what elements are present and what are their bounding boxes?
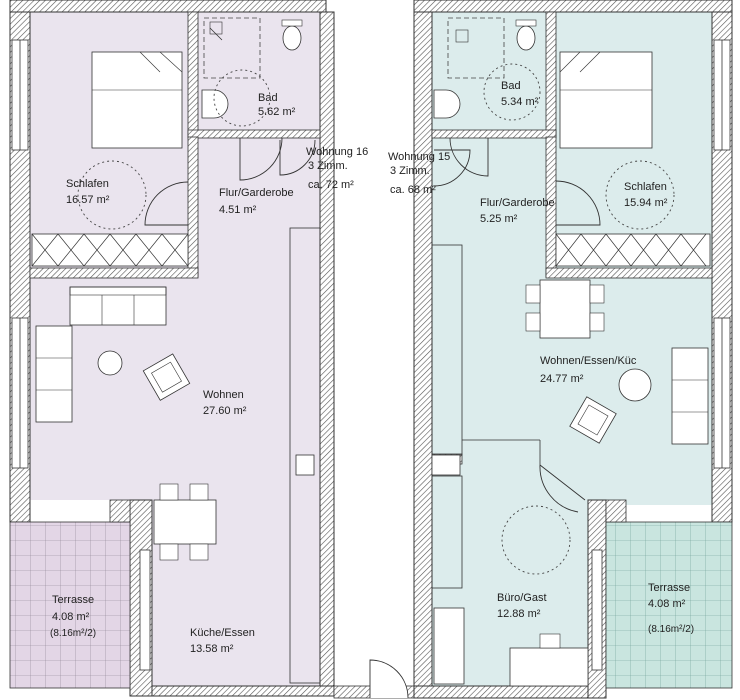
left-window-3 (139, 549, 151, 671)
right-wall-west (413, 11, 433, 689)
right-labels: Bad 5.34 m² Wohnung 15 3 Zimm. ca. 68 m²… (388, 80, 694, 635)
left-unit-name: Wohnung 16 (306, 146, 368, 158)
left-flur-name: Flur/Garderobe (219, 187, 294, 199)
left-bad-name: Bad (258, 92, 278, 104)
right-bad-wall-south (431, 129, 557, 139)
left-wohnen-name: Wohnen (203, 389, 244, 401)
right-schlafen-name: Schlafen (624, 181, 667, 193)
left-armchair (142, 353, 191, 401)
left-floor (30, 12, 320, 686)
left-kueche-area: 13.58 m² (190, 643, 234, 655)
left-wall-east (319, 11, 335, 689)
right-flur-area: 5.25 m² (480, 213, 518, 225)
right-unit-name: Wohnung 15 (388, 151, 450, 163)
left-bedroom-door (144, 181, 189, 226)
right-office-shelf (431, 475, 463, 589)
right-sofa (671, 347, 709, 445)
left-schlafen-name: Schlafen (66, 178, 109, 190)
main-entrance-door (369, 659, 409, 699)
right-bad-area: 5.34 m² (501, 96, 539, 108)
right-guest-bed (433, 607, 465, 685)
left-apartment (9, 0, 335, 697)
right-terrace-name: Terrasse (648, 582, 690, 594)
right-unit-rooms: 3 Zimm. (390, 165, 430, 177)
left-entry-door (279, 139, 316, 176)
right-entry-door (433, 149, 471, 187)
right-wall-south (413, 685, 605, 699)
right-wardrobe (555, 233, 711, 267)
right-toilet (516, 25, 536, 51)
right-wohnen-area: 24.77 m² (540, 373, 584, 385)
left-sofa-top (69, 286, 167, 326)
left-wall-top (9, 0, 327, 13)
right-terrace-note: (8.16m²/2) (648, 624, 694, 635)
left-kitchen-counter (289, 227, 321, 684)
right-apartment (413, 0, 733, 699)
right-flur-name: Flur/Garderobe (480, 197, 555, 209)
right-armchair (569, 396, 617, 444)
left-wardrobe (31, 233, 189, 267)
right-unit-area: ca. 68 m² (390, 184, 436, 196)
right-schlafen-area: 15.94 m² (624, 197, 668, 209)
left-bad-wall-south (187, 129, 321, 139)
left-labels: Bad 5.62 m² Wohnung 16 3 Zimm. ca. 72 m²… (50, 92, 368, 655)
right-office-door (539, 464, 586, 513)
right-bedroom-wall-south (545, 267, 713, 279)
left-unit-rooms: 3 Zimm. (308, 160, 348, 172)
left-dining-table (153, 499, 217, 545)
right-bad-name: Bad (501, 80, 521, 92)
left-bad-area: 5.62 m² (258, 106, 296, 118)
right-buero-name: Büro/Gast (497, 592, 547, 604)
left-terrace-area: 4.08 m² (52, 611, 90, 623)
right-terrace-area: 4.08 m² (648, 598, 686, 610)
left-bath-door (239, 137, 283, 181)
left-kueche-name: Küche/Essen (190, 627, 255, 639)
right-floor (432, 12, 712, 686)
left-bedroom-wall-east (187, 136, 199, 278)
right-buero-area: 12.88 m² (497, 608, 541, 620)
right-wall-top (413, 0, 733, 13)
right-bath-door (449, 137, 489, 177)
left-bed (91, 51, 183, 149)
left-toilet (282, 25, 302, 51)
left-unit-area: ca. 72 m² (308, 179, 354, 191)
right-wohnen-name: Wohnen/Essen/Küc (540, 355, 637, 367)
left-terrace-name: Terrasse (52, 594, 94, 606)
right-sink (433, 89, 461, 119)
left-schlafen-area: 16.57 m² (66, 194, 110, 206)
left-wohnen-area: 27.60 m² (203, 405, 247, 417)
left-wall-south (129, 685, 335, 697)
right-bedroom-door (555, 180, 601, 226)
left-bedroom-wall-south (29, 267, 199, 279)
left-flur-area: 4.51 m² (219, 204, 257, 216)
right-bed (559, 51, 653, 149)
right-desk (509, 647, 589, 687)
right-shower (447, 17, 505, 79)
left-sofa-side (35, 325, 73, 423)
right-bad-wall-east (545, 11, 557, 138)
left-bad-wall-west (187, 11, 199, 138)
right-dining-table (539, 279, 591, 339)
left-shower (203, 17, 261, 79)
right-window-3 (591, 549, 603, 671)
left-terrace-note: (8.16m²/2) (50, 628, 96, 639)
